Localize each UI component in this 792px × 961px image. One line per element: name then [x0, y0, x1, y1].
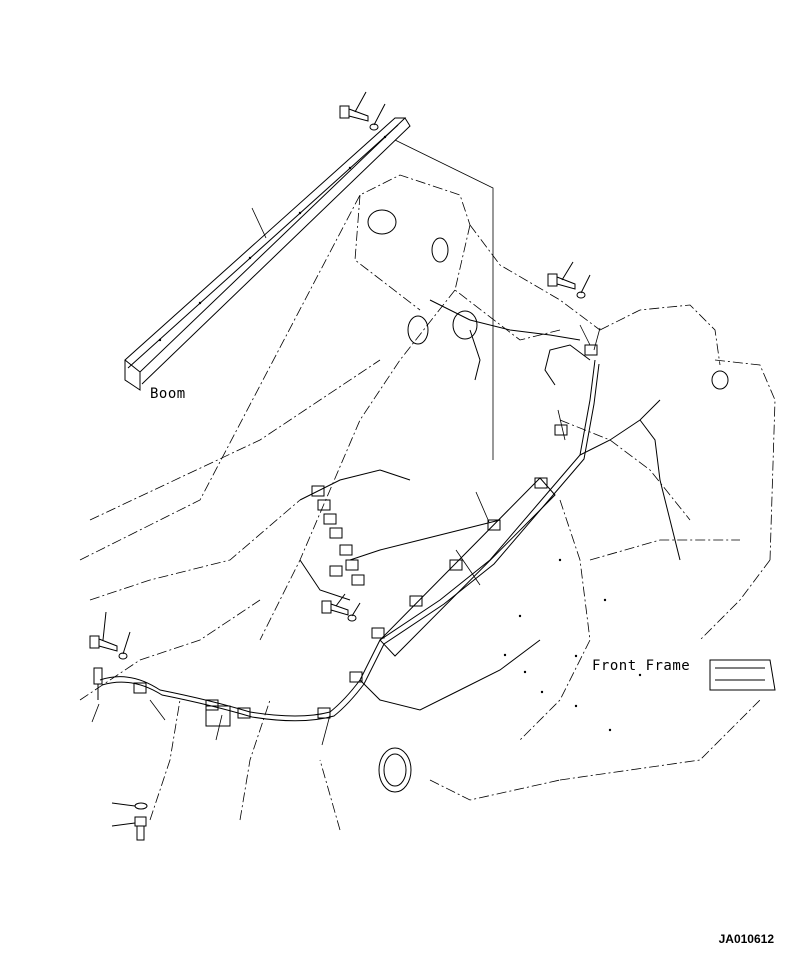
frame-dots: [503, 558, 642, 732]
harness-clamps: [133, 344, 598, 727]
bolt-top: [339, 91, 386, 131]
boom-cover: [124, 117, 411, 391]
boom-cover-holes: [158, 135, 387, 342]
connector-block: [299, 469, 411, 601]
left-connector: [93, 667, 103, 700]
bolt-left: [89, 611, 131, 660]
harness-cover: [379, 477, 556, 657]
pivot-rings: [367, 209, 729, 793]
front-frame-lug: [709, 659, 776, 691]
leader-lines: [91, 139, 601, 746]
bolt-bottom: [111, 802, 148, 841]
bolt-center: [321, 593, 361, 622]
front-frame-outline: [429, 304, 776, 801]
bolt-right: [547, 261, 591, 299]
boom-label: Boom: [150, 386, 186, 402]
wiring-harness: [99, 299, 681, 722]
front-frame-label: Front Frame: [592, 658, 691, 674]
boom-outline: [79, 174, 601, 831]
drawing-code: JA010612: [718, 932, 774, 946]
